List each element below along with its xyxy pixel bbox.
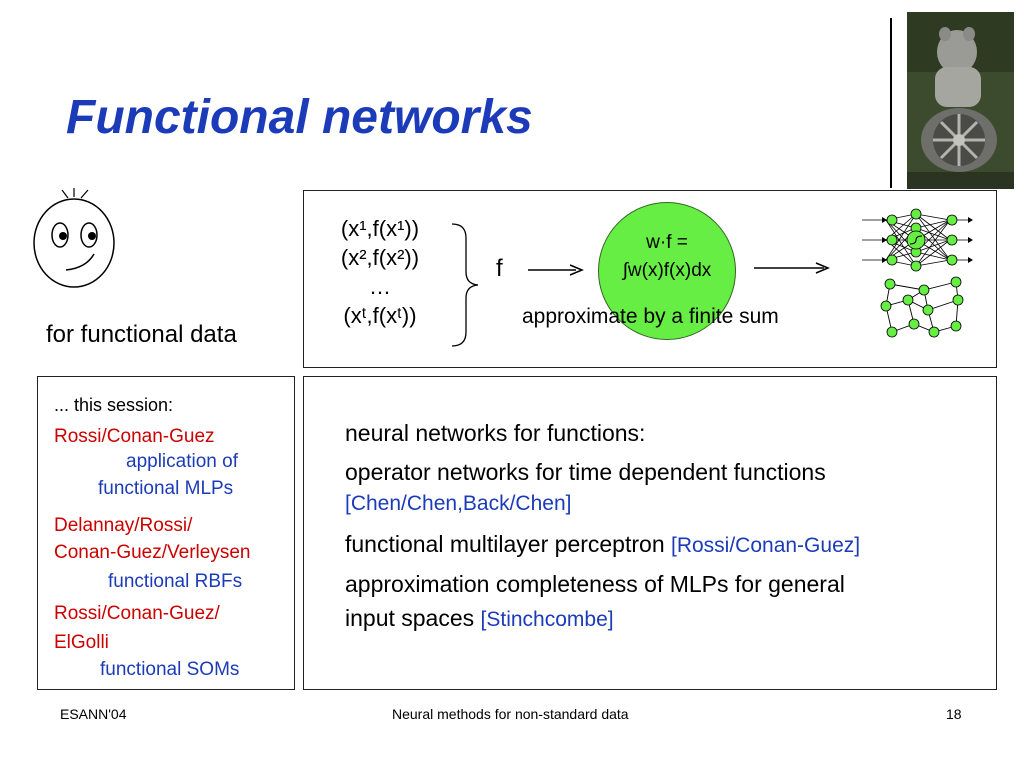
pair-1: (x¹,f(x¹))	[340, 216, 420, 241]
main-item-3-cont: input spaces [Stinchcombe]	[345, 605, 614, 632]
session-authors-2a: Delannay/Rossi/	[54, 515, 193, 536]
slide-title: Functional networks	[66, 91, 533, 144]
main-item-1: operator networks for time dependent fun…	[345, 459, 826, 485]
session-authors-2b: Conan-Guez/Verleysen	[54, 542, 251, 563]
sample-pairs: (x¹,f(x¹)) (x²,f(x²)) … (xᵗ,f(xᵗ))	[320, 214, 440, 330]
session-topic-3: functional SOMs	[100, 659, 240, 680]
main-item-1-citation: [Chen/Chen,Back/Chen]	[345, 492, 572, 515]
arrow-right-icon	[754, 262, 830, 274]
smiley-face-icon	[33, 188, 115, 288]
approximation-note: approximate by a finite sum	[522, 305, 779, 328]
footer-left: ESANN'04	[60, 706, 127, 722]
diagram-box	[303, 190, 997, 368]
statue-photo	[907, 12, 1014, 189]
inner-product-circle	[598, 202, 736, 340]
footer-center: Neural methods for non-standard data	[392, 706, 629, 722]
pair-2: (x²,f(x²))	[340, 245, 420, 270]
main-heading: neural networks for functions:	[345, 420, 646, 446]
pair-ellipsis: …	[369, 274, 391, 299]
session-topic-1a: application of	[126, 451, 238, 472]
session-box	[37, 376, 295, 690]
main-box	[303, 376, 997, 690]
slide-number: 18	[946, 706, 962, 722]
main-item-2: functional multilayer perceptron [Rossi/…	[345, 531, 860, 558]
session-topic-1b: functional MLPs	[98, 478, 234, 499]
inner-product-label: w·f =	[646, 232, 688, 253]
network-diagram-icon	[862, 208, 973, 338]
session-authors-3a: Rossi/Conan-Guez/	[54, 603, 220, 624]
curly-brace-icon	[451, 223, 479, 347]
function-label: f	[496, 255, 503, 282]
functional-data-caption: for functional data	[46, 321, 237, 348]
main-item-3-text: input spaces	[345, 605, 481, 631]
session-authors-1: Rossi/Conan-Guez	[54, 426, 215, 447]
session-heading: ... this session:	[54, 395, 174, 415]
main-item-3-citation: [Stinchcombe]	[480, 608, 614, 631]
session-authors-3b: ElGolli	[54, 632, 109, 653]
integral-formula: ∫w(x)f(x)dx	[622, 260, 712, 281]
main-item-3: approximation completeness of MLPs for g…	[345, 571, 845, 597]
divider-line	[890, 18, 892, 188]
pair-t: (xᵗ,f(xᵗ))	[343, 303, 417, 328]
arrow-right-icon	[528, 264, 584, 276]
main-item-2-text: functional multilayer perceptron	[345, 531, 671, 557]
main-item-2-citation: [Rossi/Conan-Guez]	[671, 534, 861, 557]
session-topic-2: functional RBFs	[108, 571, 243, 592]
